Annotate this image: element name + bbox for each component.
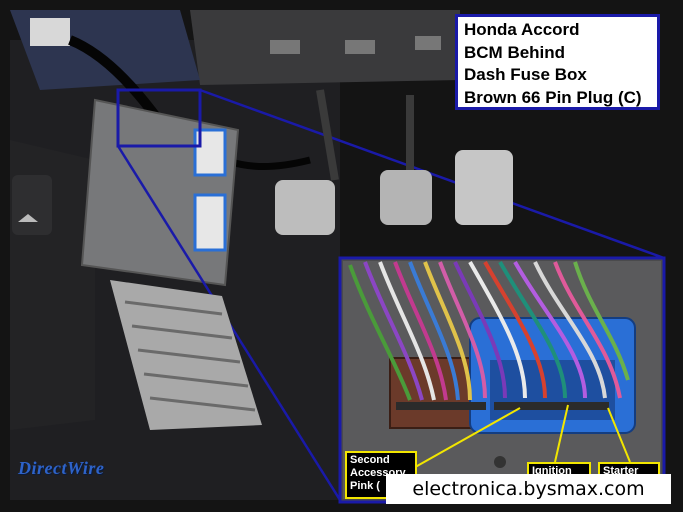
console-button — [12, 175, 52, 235]
fuse-clip — [270, 40, 300, 54]
title-line-plug: Brown 66 Pin Plug (C) — [464, 87, 642, 107]
callout-line: Pink ( — [350, 480, 380, 492]
mount-screw — [494, 456, 506, 468]
bcm-module — [80, 98, 240, 287]
zoom-line-top — [199, 88, 665, 260]
directwire-logo: DirectWire — [18, 458, 105, 478]
dash-fuse-box — [190, 10, 460, 85]
car-icon — [18, 214, 38, 222]
accelerator-pedal — [455, 150, 513, 225]
title-line-fusebox: Dash Fuse Box — [464, 65, 587, 84]
pedal-arm — [316, 89, 339, 181]
bcm-connector-c — [193, 193, 227, 252]
fuse-clip — [345, 40, 375, 54]
foot-rest-ribs — [124, 300, 256, 412]
fuse-clip — [415, 36, 441, 50]
title-box: Honda Accord BCM Behind Dash Fuse Box Br… — [455, 14, 660, 110]
white-connector-top — [30, 18, 70, 46]
title-line-model: Honda Accord — [464, 20, 580, 39]
title-line-location: BCM Behind — [464, 42, 566, 62]
wire-bundle — [348, 261, 630, 401]
watermark-text: electronica.bysmax.com — [386, 474, 671, 504]
callout-line: Second — [350, 454, 390, 466]
clutch-pedal — [380, 170, 432, 225]
pin-row — [396, 402, 609, 410]
callout-leader-lines — [409, 404, 631, 471]
brake-pedal — [275, 180, 335, 235]
highlight-square — [116, 88, 202, 148]
